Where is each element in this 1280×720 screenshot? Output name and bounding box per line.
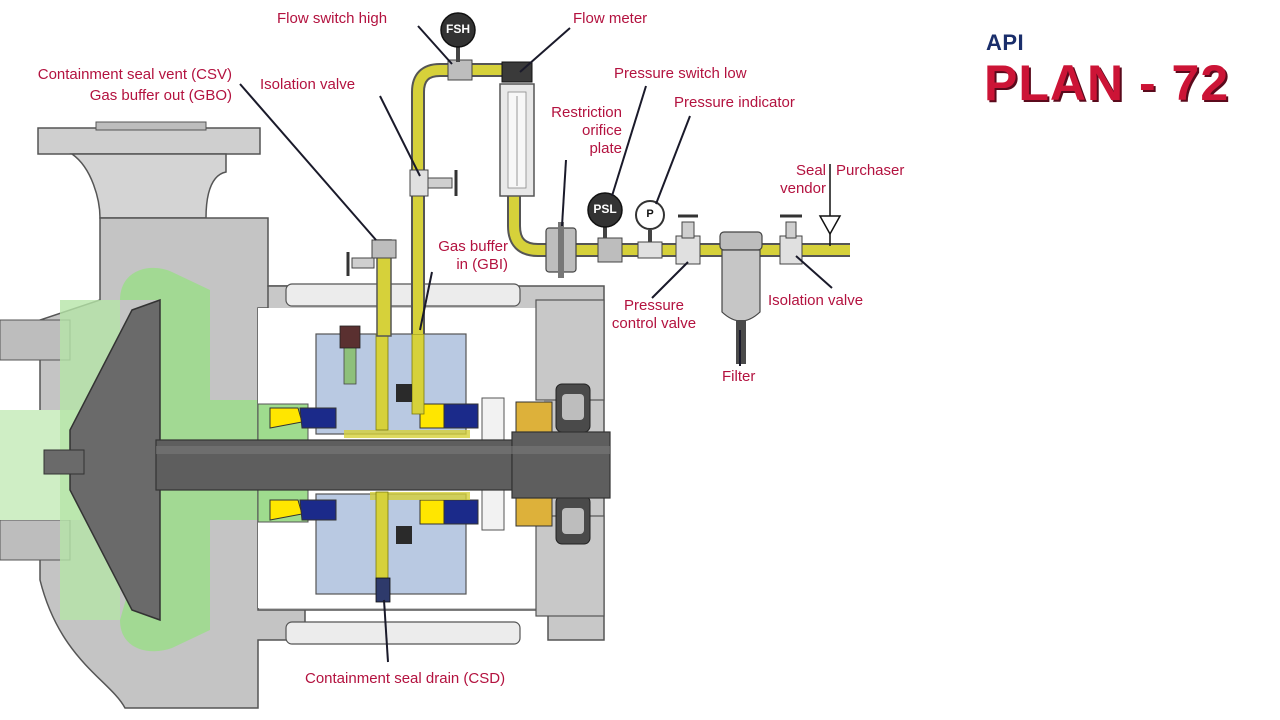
label-gbi-line1: Gas buffer — [438, 238, 508, 255]
fsh-switch-icon — [440, 12, 476, 48]
impeller — [43, 298, 161, 622]
gauge-text: P — [646, 208, 654, 220]
psl-text: PSL — [593, 202, 617, 216]
label-seal-vendor-line2: vendor — [780, 180, 826, 197]
label-isolation-valve-top: Isolation valve — [260, 76, 356, 93]
label-pressure-indicator: Pressure indicator — [674, 94, 795, 111]
label-restriction-line2: orifice — [581, 122, 622, 139]
label-pressure-switch-low: Pressure switch low — [614, 65, 747, 82]
label-flow-switch-high: Flow switch high — [277, 10, 388, 27]
shaft — [155, 431, 611, 499]
label-gbo: Gas buffer out (GBO) — [89, 87, 232, 104]
buffer-gas-piping — [346, 12, 850, 364]
label-csv: Containment seal vent (CSV) — [37, 66, 232, 83]
label-filter: Filter — [722, 368, 756, 385]
label-gas-buffer-in: Gas buffer in (GBI) — [410, 238, 508, 274]
plan-heading: PLAN - 72 — [984, 55, 1230, 111]
label-flow-meter: Flow meter — [573, 10, 648, 27]
psl-switch-icon — [587, 192, 623, 228]
label-seal-vendor: Seal vendor — [760, 162, 826, 198]
label-restriction-line3: plate — [589, 140, 622, 157]
pressure-gauge-icon — [635, 200, 665, 230]
label-csd: Containment seal drain (CSD) — [305, 670, 506, 687]
leader-lines — [239, 25, 833, 663]
label-pressure-control-valve: Pressure control valve — [600, 297, 708, 333]
fsh-text: FSH — [446, 22, 470, 36]
label-seal-vendor-line1: Seal — [795, 162, 826, 179]
seal-housing — [257, 325, 591, 603]
label-restriction-orifice-plate: Restriction orifice plate — [520, 104, 622, 158]
label-pcv-line1: Pressure — [623, 297, 685, 314]
label-isolation-valve-right: Isolation valve — [768, 292, 864, 309]
label-purchaser: Purchaser — [836, 162, 905, 179]
label-gbi-line2: in (GBI) — [456, 256, 508, 273]
label-restriction-line1: Restriction — [551, 104, 622, 121]
label-pcv-line2: control valve — [611, 315, 697, 332]
api-heading: API — [986, 30, 1025, 55]
